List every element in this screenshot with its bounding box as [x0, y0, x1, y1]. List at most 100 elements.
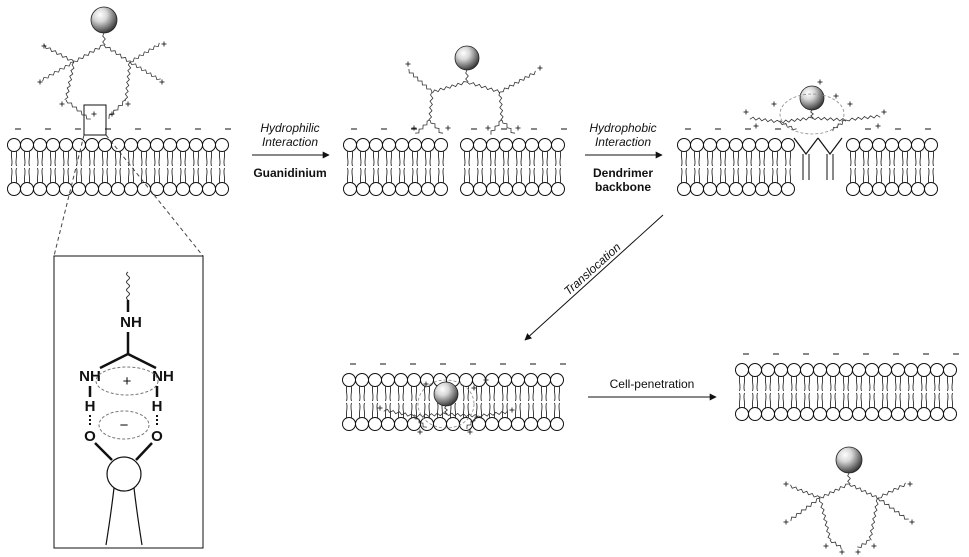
lipid-head-bottom	[761, 407, 775, 421]
lipid-head-top	[891, 363, 905, 377]
lipid-tails	[206, 151, 212, 183]
lipid-head-bottom	[537, 417, 551, 431]
lipid-tails	[908, 376, 914, 408]
lipid-tail-right	[133, 487, 143, 546]
lipid-head-bottom	[485, 417, 499, 431]
step2-label-line2: Interaction	[595, 135, 651, 149]
lipid-head-bottom	[885, 182, 899, 196]
lipid-head-top	[420, 373, 434, 387]
lipid-tails	[778, 376, 784, 408]
lipid-head-top	[787, 363, 801, 377]
membrane-hydrophilic	[343, 128, 567, 196]
h-right: H	[152, 398, 163, 415]
positive-charge-mark	[871, 543, 877, 549]
lipid-head-bottom	[33, 182, 47, 196]
step1-label-line1: Hydrophilic	[260, 121, 319, 135]
lipid-head-top	[846, 138, 860, 152]
lipid-tails	[193, 151, 199, 183]
lipid-tails	[360, 151, 366, 183]
anion-delocalization	[98, 410, 150, 440]
lipid-head-bottom	[511, 417, 525, 431]
lipid-head-bottom	[460, 182, 474, 196]
dendrimer-branch	[42, 61, 75, 82]
dendrimer-branch	[779, 121, 797, 131]
lipid-head-top	[839, 363, 853, 377]
dendrimer-branch	[749, 116, 781, 124]
lipid-head-bottom	[355, 417, 369, 431]
positive-charge-mark	[161, 41, 167, 47]
lipid-tails	[856, 376, 862, 408]
lipid-tails	[63, 151, 69, 183]
nanoparticle-core	[454, 45, 480, 71]
lipid-tails	[347, 151, 353, 183]
dendrimer-branch	[790, 497, 821, 522]
lipid-head-top	[703, 138, 717, 152]
lipid-head-bottom	[446, 417, 460, 431]
lipid-tails	[889, 151, 895, 183]
dendrimer-branch	[847, 472, 851, 485]
lipid-head-top	[800, 363, 814, 377]
dendrimer-branch	[429, 119, 444, 134]
lipid-tails	[720, 151, 726, 183]
lipid-head-top	[176, 138, 190, 152]
dendrimer-branch	[129, 61, 161, 81]
lipid-tails	[37, 151, 43, 183]
lipid-head-top	[111, 138, 125, 152]
lipid-head-top	[781, 138, 795, 152]
lipid-head-top	[872, 138, 886, 152]
dendrimer-branch	[124, 61, 132, 101]
step1-label-line2: Interaction	[262, 135, 318, 149]
lipid-head-bottom	[716, 182, 730, 196]
lipid-head-bottom	[781, 182, 795, 196]
dendrimer-branch	[65, 99, 91, 120]
positive-charge-mark	[125, 101, 131, 107]
positive-charge-mark	[783, 519, 789, 525]
positive-charge-mark	[515, 125, 521, 131]
lipid-head-top	[20, 138, 34, 152]
positive-charge-mark	[485, 125, 491, 131]
lipid-head-top	[524, 373, 538, 387]
lipid-head-top	[408, 138, 422, 152]
lipid-head-bottom	[98, 182, 112, 196]
h-left: H	[85, 398, 96, 415]
lipid-tails	[219, 151, 225, 183]
lipid-tails	[759, 151, 765, 183]
lipid-tails	[765, 376, 771, 408]
lipid-head-bottom	[898, 182, 912, 196]
lipid-head-top	[525, 138, 539, 152]
lipid-head-bottom	[748, 407, 762, 421]
lipid-head-top	[865, 363, 879, 377]
lipid-tails	[772, 151, 778, 183]
lipid-head-top	[878, 363, 892, 377]
phospholipid-head	[106, 456, 142, 492]
positive-charge-mark	[423, 381, 429, 387]
lipid-head-top	[137, 138, 151, 152]
positive-charge-mark	[537, 65, 543, 71]
dendrimer-branch	[877, 497, 909, 520]
lipid-head-bottom	[382, 182, 396, 196]
lipid-head-bottom	[7, 182, 21, 196]
dendrimer-branch	[103, 44, 131, 62]
lipid-head-bottom	[551, 182, 565, 196]
lipid-head-bottom	[826, 407, 840, 421]
dendrimer-branch	[877, 482, 906, 499]
lipid-head-bottom	[735, 407, 749, 421]
lipid-head-top	[421, 138, 435, 152]
lipid-head-top	[368, 373, 382, 387]
lipid-head-bottom	[755, 182, 769, 196]
lipid-head-top	[369, 138, 383, 152]
lipid-head-bottom	[395, 182, 409, 196]
lipid-head-bottom	[924, 182, 938, 196]
lipid-head-bottom	[499, 182, 513, 196]
lipid-tails	[694, 151, 700, 183]
dendrimer-branch	[868, 497, 879, 541]
lipid-tails	[372, 386, 378, 418]
lipid-tails	[463, 386, 469, 418]
lipid-head-top	[859, 138, 873, 152]
lipid-head-bottom	[852, 407, 866, 421]
nh-left: NH	[79, 368, 101, 385]
dendrimer-branch	[415, 119, 431, 134]
dendrimer-hydrophobic	[743, 79, 887, 132]
lipid-head-top	[355, 373, 369, 387]
